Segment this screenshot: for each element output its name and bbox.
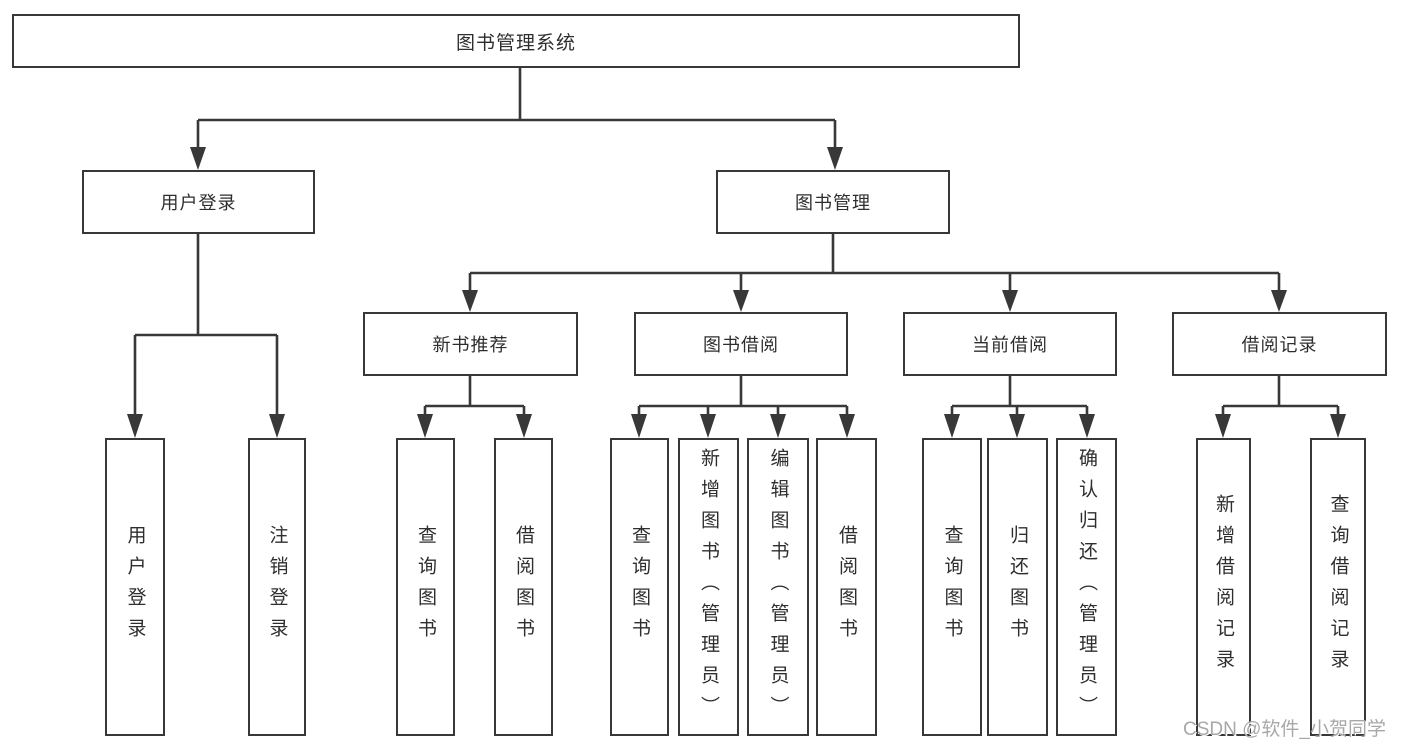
node-borrow-records: 借阅记录: [1172, 312, 1387, 376]
node-label: 新增借阅记录: [1213, 494, 1234, 680]
node-label: 用户登录: [160, 193, 237, 213]
node-label: 图书管理: [795, 193, 871, 213]
node-label: 查询图书: [415, 525, 436, 649]
node-new-book-recommend: 新书推荐: [363, 312, 578, 376]
arrow-down-icon: [190, 147, 206, 170]
connector-bookborrow-to-leaves: [631, 376, 855, 438]
node-label: 新增图书（管理员）: [698, 447, 719, 727]
node-label: 确认归还（管理员）: [1076, 447, 1097, 727]
arrow-down-icon: [462, 290, 478, 312]
node-label: 新书推荐: [432, 335, 509, 355]
leaf-query-books-recommend: 查询图书: [396, 438, 455, 736]
node-label: 注销登录: [266, 525, 288, 649]
arrow-down-icon: [1271, 290, 1287, 312]
node-label: 图书借阅: [703, 335, 779, 355]
node-label: 归还图书: [1007, 525, 1028, 649]
node-label: 查询图书: [941, 525, 963, 649]
arrow-down-icon: [770, 414, 786, 438]
node-label: 当前借阅: [972, 335, 1048, 355]
csdn-watermark: CSDN @软件_小贺同学: [1183, 719, 1386, 740]
node-label: 查询借阅记录: [1327, 494, 1349, 680]
arrow-down-icon: [1009, 414, 1025, 438]
arrow-down-icon: [269, 414, 285, 438]
arrow-down-icon: [631, 414, 647, 438]
leaf-query-borrow-record: 查询借阅记录: [1310, 438, 1366, 736]
arrow-down-icon: [127, 414, 143, 438]
arrow-down-icon: [516, 414, 532, 438]
arrow-down-icon: [417, 414, 433, 438]
leaf-query-books-borrow: 查询图书: [610, 438, 669, 736]
connector-root-to-level2: [190, 68, 843, 170]
node-label: 用户登录: [124, 525, 146, 649]
node-book-borrow: 图书借阅: [634, 312, 848, 376]
node-current-borrow: 当前借阅: [903, 312, 1117, 376]
arrow-down-icon: [839, 414, 855, 438]
leaf-user-login: 用户登录: [105, 438, 165, 736]
connector-currentborrow-to-leaves: [944, 376, 1095, 438]
arrow-down-icon: [700, 414, 716, 438]
arrow-down-icon: [1215, 414, 1231, 438]
node-book-management: 图书管理: [716, 170, 950, 234]
connector-userlogin-to-leaves: [127, 234, 285, 438]
arrow-down-icon: [827, 147, 843, 170]
leaf-borrow-books-recommend: 借阅图书: [494, 438, 553, 736]
node-library-management-system: 图书管理系统: [12, 14, 1020, 68]
node-label: 借阅图书: [513, 525, 534, 649]
leaf-add-books-admin: 新增图书（管理员）: [678, 438, 739, 736]
arrow-down-icon: [1330, 414, 1346, 438]
leaf-return-books: 归还图书: [987, 438, 1048, 736]
connector-bookmgmt-to-level3: [462, 234, 1287, 312]
node-label: 图书管理系统: [455, 32, 576, 54]
leaf-confirm-return-admin: 确认归还（管理员）: [1056, 438, 1117, 736]
leaf-edit-books-admin: 编辑图书（管理员）: [747, 438, 809, 736]
arrow-down-icon: [1002, 290, 1018, 312]
node-label: 编辑图书（管理员）: [767, 447, 789, 727]
node-label: 查询图书: [629, 525, 650, 649]
node-user-login: 用户登录: [82, 170, 315, 234]
connector-borrowrecords-to-leaves: [1215, 376, 1346, 438]
connector-newbook-to-leaves: [417, 376, 532, 438]
arrow-down-icon: [944, 414, 960, 438]
leaf-borrow-books: 借阅图书: [816, 438, 877, 736]
arrow-down-icon: [733, 290, 749, 312]
leaf-add-borrow-record: 新增借阅记录: [1196, 438, 1251, 736]
leaf-query-books-current: 查询图书: [922, 438, 982, 736]
node-label: 借阅记录: [1241, 335, 1318, 355]
node-label: 借阅图书: [836, 525, 857, 649]
leaf-logout: 注销登录: [248, 438, 306, 736]
arrow-down-icon: [1079, 414, 1095, 438]
